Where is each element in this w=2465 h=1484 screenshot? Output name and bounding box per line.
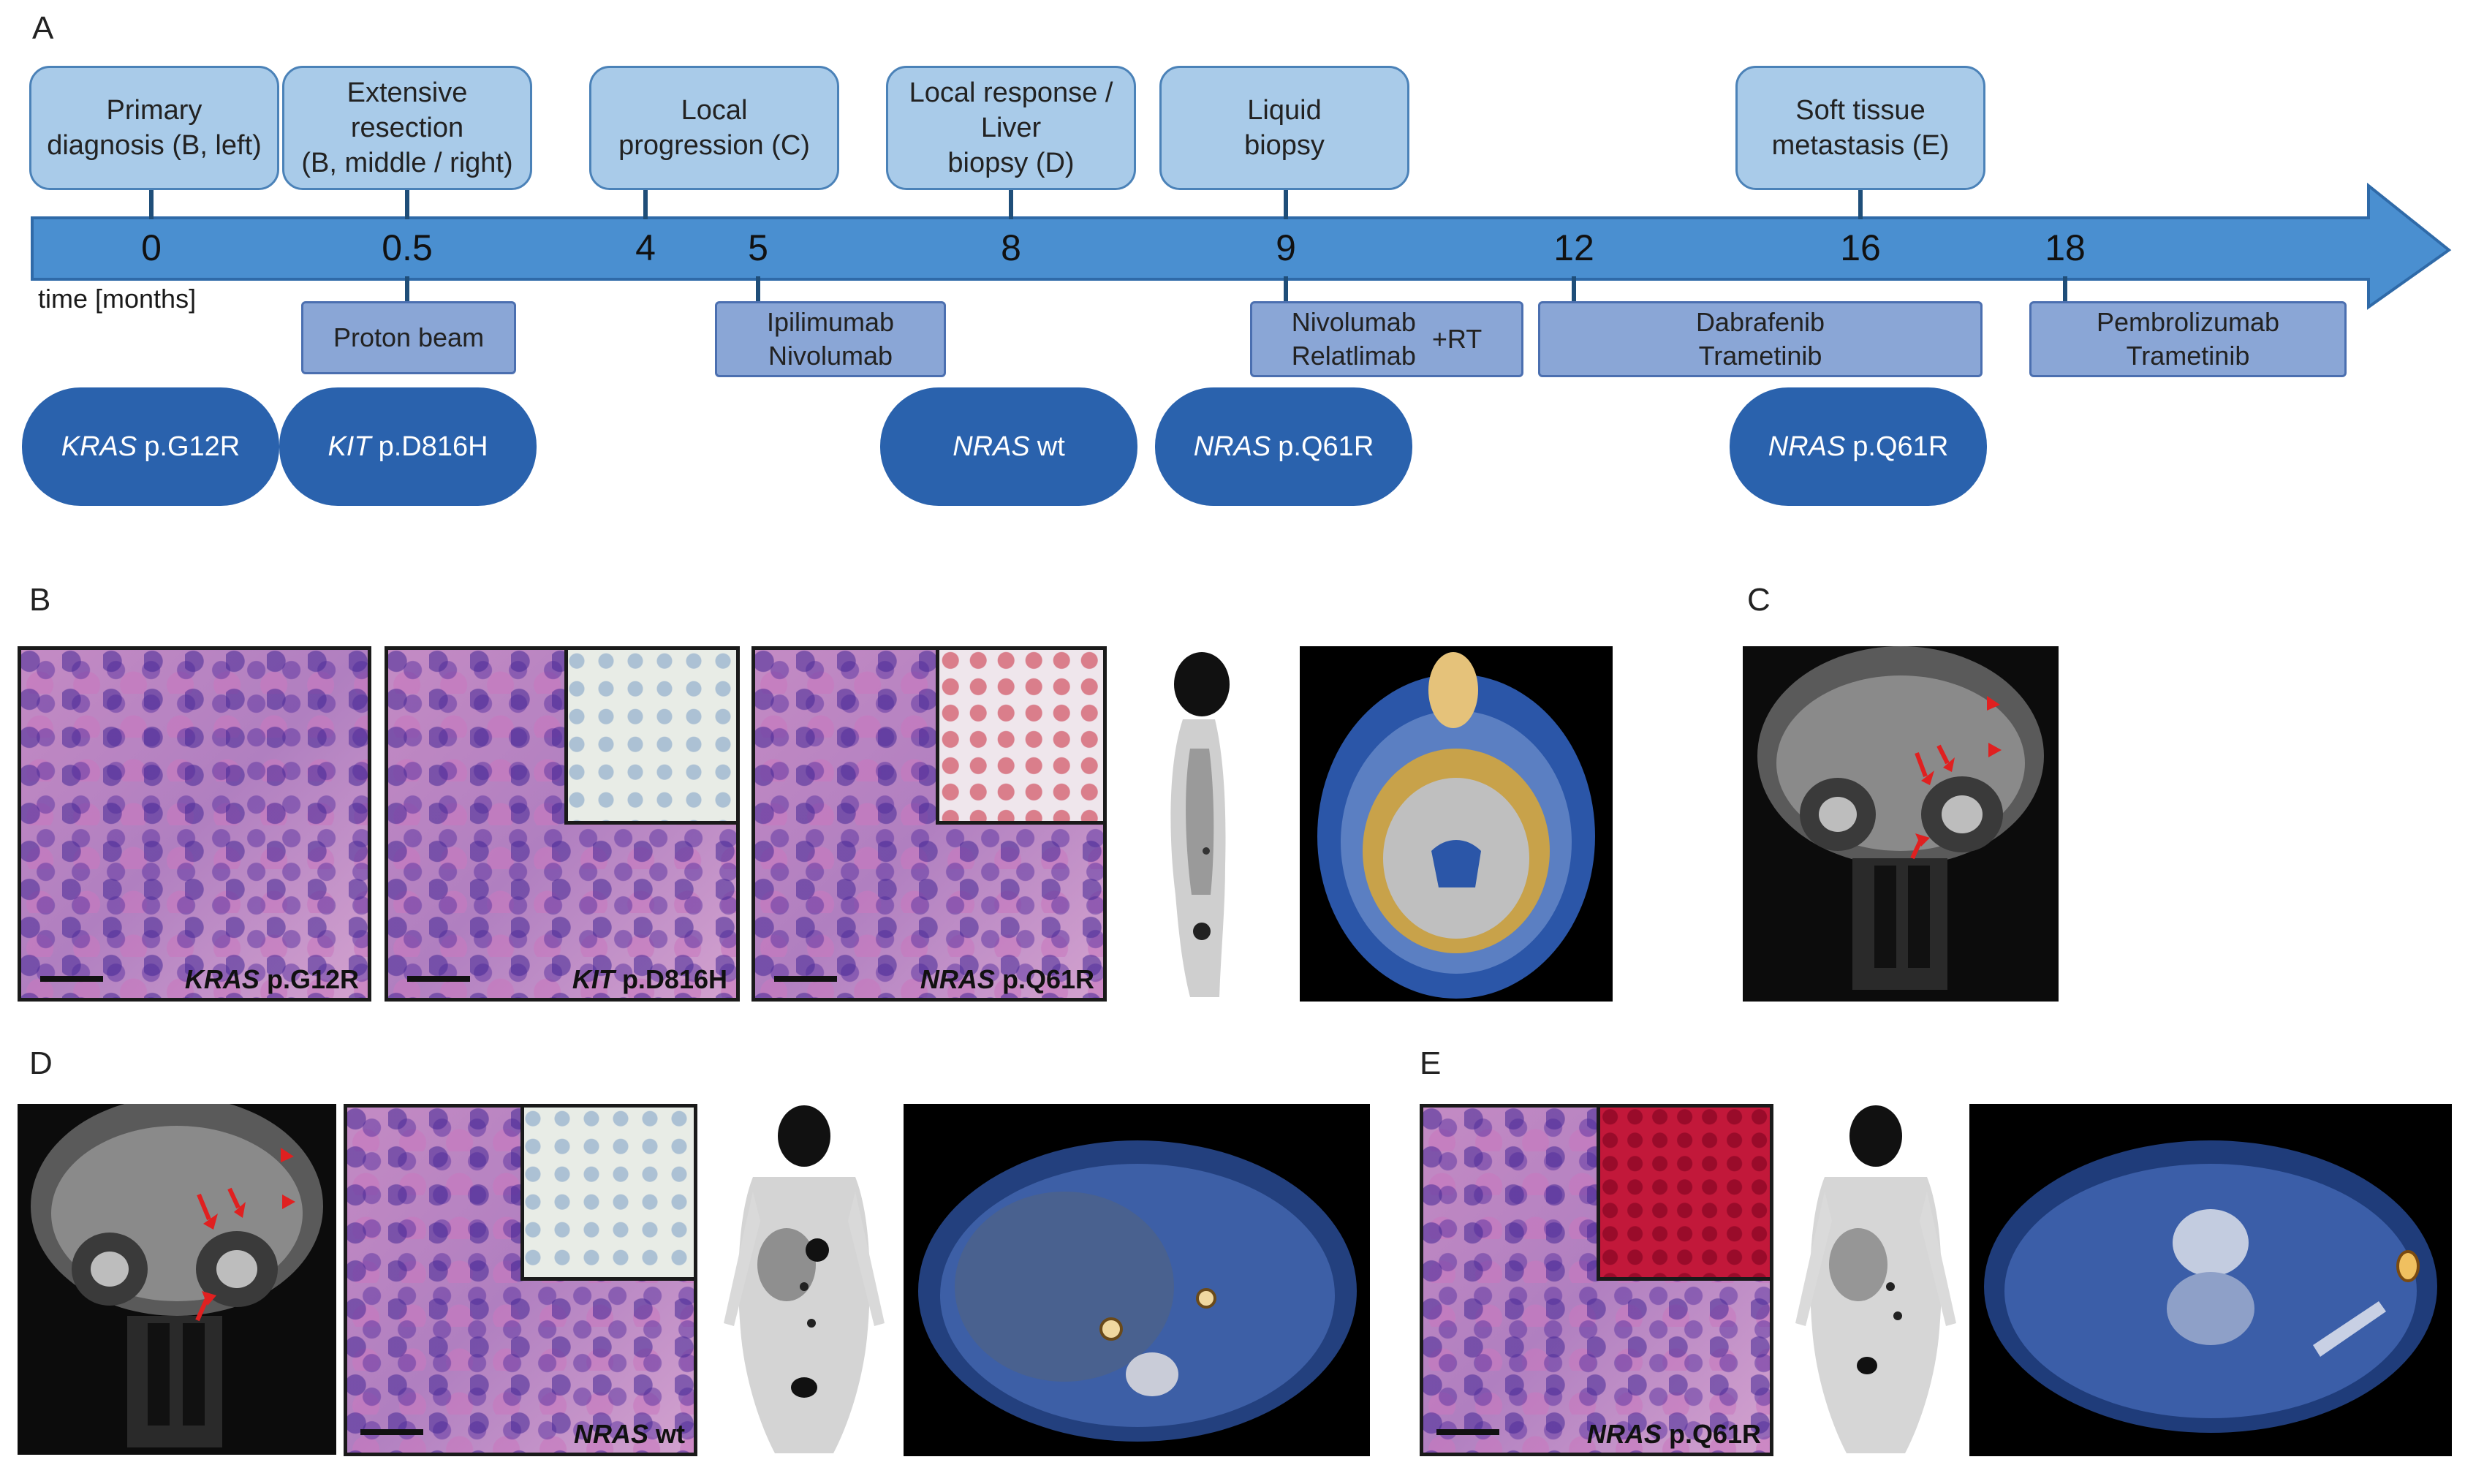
time-label-4: 4 — [635, 227, 656, 268]
tick-5-bottom — [756, 276, 760, 303]
gene-name: NRAS — [1586, 1419, 1662, 1449]
treatment-nivolumab-relatlimab-label: Nivolumab Relatlimab — [1291, 307, 1416, 371]
histology-image-soft-tissue: NRAS p.Q61R — [1420, 1104, 1773, 1456]
tick-4-top — [643, 190, 648, 219]
gene-name: NRAS — [1193, 431, 1271, 462]
gene-name: NRAS — [920, 964, 995, 994]
time-label-0: 0 — [141, 227, 162, 268]
event-local-progression: Local progression (C) — [589, 66, 839, 190]
time-axis-label: time [months] — [38, 284, 197, 314]
event-primary-diagnosis: Primary diagnosis (B, left) — [29, 66, 279, 190]
time-label-18: 18 — [2045, 227, 2086, 268]
tick-18-bottom — [2063, 276, 2067, 303]
treatment-rt-label: +RT — [1431, 324, 1483, 354]
panel-letter-b: B — [29, 582, 51, 618]
tick-8-top — [1009, 190, 1013, 219]
event-local-response-liver-biopsy: Local response / Liver biopsy (D) — [886, 66, 1136, 190]
treatment-pembrolizumab-trametinib: Pembrolizumab Trametinib — [2029, 301, 2347, 377]
gene-name: NRAS — [1768, 431, 1846, 462]
scale-bar — [774, 976, 837, 982]
tick-0.5-top — [405, 190, 409, 219]
mutation-pill-kras: KRAS p.G12R — [22, 387, 279, 506]
time-label-8: 8 — [1001, 227, 1021, 268]
treatment-proton-beam: Proton beam — [301, 301, 516, 374]
mutation-pill-nras-wt: NRAS wt — [880, 387, 1137, 506]
gene-name: KIT — [572, 964, 615, 994]
treatment-dabrafenib-trametinib: Dabrafenib Trametinib — [1538, 301, 1983, 377]
timeline-arrow — [31, 183, 2452, 310]
time-label-16: 16 — [1840, 227, 1881, 268]
gene-name: KRAS — [184, 964, 260, 994]
variant-name: p.Q61R — [1668, 1419, 1761, 1449]
ihc-inset — [564, 650, 736, 825]
variant-name: p.Q61R — [1001, 964, 1094, 994]
histology-image-kras: KRAS p.G12R — [18, 646, 371, 1002]
time-label-5: 5 — [748, 227, 768, 268]
gene-name: KIT — [327, 431, 371, 462]
tick-9-top — [1284, 190, 1288, 219]
variant-name: p.D816H — [621, 964, 727, 994]
histology-image-kit: KIT p.D816H — [385, 646, 740, 1002]
tick-0.5-bottom — [405, 276, 409, 303]
event-extensive-resection: Extensive resection (B, middle / right) — [282, 66, 532, 190]
pet-mip-frontal-e — [1781, 1104, 1971, 1456]
treatment-nivolumab-relatlimab: Nivolumab Relatlimab +RT — [1250, 301, 1523, 377]
mri-coronal-progression — [1743, 646, 2059, 1002]
variant-name: wt — [1037, 431, 1065, 462]
histology-label-nras-wt: NRAS wt — [574, 1419, 685, 1450]
variant-name: p.G12R — [144, 431, 241, 462]
panel-letter-e: E — [1420, 1045, 1442, 1081]
tick-0-top — [149, 190, 154, 219]
tick-9-bottom — [1284, 276, 1288, 303]
pet-mip-sagittal — [1139, 646, 1256, 1002]
variant-name: p.Q61R — [1278, 431, 1374, 462]
scale-bar — [1436, 1429, 1499, 1435]
variant-name: p.Q61R — [1852, 431, 1949, 462]
histology-label-kras: KRAS p.G12R — [185, 964, 359, 995]
panel-letter-d: D — [29, 1045, 53, 1081]
pet-mip-frontal-d — [709, 1104, 899, 1456]
histology-label-nras: NRAS p.Q61R — [920, 964, 1094, 995]
panel-letter-c: C — [1747, 582, 1771, 618]
tick-16-top — [1858, 190, 1863, 219]
treatment-ipilimumab-nivolumab: Ipilimumab Nivolumab — [715, 301, 946, 377]
ihc-inset — [936, 650, 1103, 825]
variant-name: wt — [656, 1419, 685, 1449]
ihc-inset — [520, 1108, 694, 1281]
event-soft-tissue-metastasis: Soft tissue metastasis (E) — [1735, 66, 1985, 190]
scale-bar — [360, 1429, 423, 1435]
mri-coronal-response — [18, 1104, 336, 1455]
tick-12-bottom — [1572, 276, 1576, 303]
gene-name: NRAS — [953, 431, 1030, 462]
pet-ct-brain-axial — [1300, 646, 1613, 1002]
variant-name: p.G12R — [266, 964, 359, 994]
time-label-12: 12 — [1553, 227, 1594, 268]
pet-ct-liver-axial — [904, 1104, 1370, 1456]
ihc-inset — [1597, 1108, 1770, 1281]
pet-ct-abdomen-axial — [1969, 1104, 2452, 1456]
gene-name: KRAS — [61, 431, 137, 462]
mutation-pill-nras-q61r-metastasis: NRAS p.Q61R — [1730, 387, 1987, 506]
time-label-0.5: 0.5 — [382, 227, 433, 268]
time-label-9: 9 — [1276, 227, 1296, 268]
histology-image-nras: NRAS p.Q61R — [751, 646, 1107, 1002]
mutation-pill-kit: KIT p.D816H — [279, 387, 537, 506]
histology-label-kit: KIT p.D816H — [572, 964, 727, 995]
panel-letter-a: A — [32, 10, 54, 46]
scale-bar — [40, 976, 103, 982]
mutation-pill-nras-q61r-liquid: NRAS p.Q61R — [1155, 387, 1412, 506]
variant-name: p.D816H — [378, 431, 488, 462]
gene-name: NRAS — [573, 1419, 648, 1449]
scale-bar — [407, 976, 470, 982]
event-liquid-biopsy: Liquid biopsy — [1159, 66, 1409, 190]
histology-label-nras-q61r: NRAS p.Q61R — [1587, 1419, 1761, 1450]
histology-image-liver: NRAS wt — [344, 1104, 697, 1456]
